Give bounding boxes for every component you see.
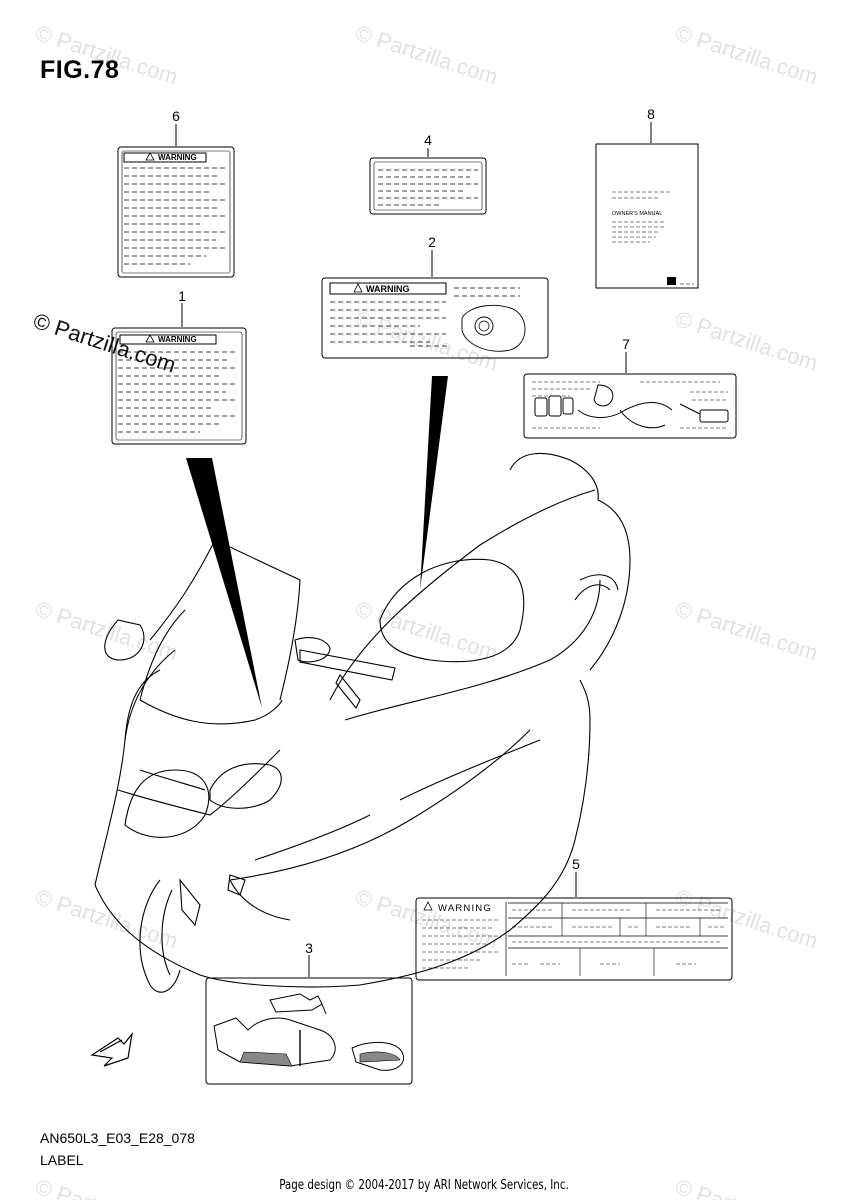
label-part-5 xyxy=(415,872,733,981)
warning-text: WARNING xyxy=(158,335,197,344)
pointer-wedge-1 xyxy=(186,458,262,708)
scooter-illustration xyxy=(90,452,631,1067)
owners-manual-text: OWNER'S MANUAL xyxy=(612,211,662,217)
callout-number: 8 xyxy=(647,106,655,122)
warning-text: WARNING xyxy=(158,153,197,162)
warning-text: WARNING xyxy=(366,284,410,294)
label-part-1 xyxy=(111,303,247,445)
copyright-footer: Page design © 2004-2017 by ARI Network S… xyxy=(279,1178,569,1193)
callout-number: 1 xyxy=(178,288,186,304)
label-part-6 xyxy=(117,124,235,278)
label-part-4 xyxy=(369,148,487,215)
label-part-3 xyxy=(205,955,413,1085)
label-part-8 xyxy=(595,122,699,289)
pointer-wedge-2 xyxy=(420,376,448,590)
callout-number: 2 xyxy=(428,234,436,250)
label-part-2 xyxy=(321,250,549,359)
callout-number: 3 xyxy=(305,940,313,956)
figure-code: AN650L3_E03_E28_078 xyxy=(40,1130,195,1146)
callout-number: 7 xyxy=(622,336,630,352)
forward-arrow-icon xyxy=(90,1031,133,1067)
callout-number: 6 xyxy=(172,108,180,124)
warning-text: WARNING xyxy=(438,903,492,914)
callout-number: 5 xyxy=(572,856,580,872)
figure-name: LABEL xyxy=(40,1152,84,1168)
label-part-7 xyxy=(523,352,737,439)
callout-number: 4 xyxy=(424,132,432,148)
figure-title: FIG.78 xyxy=(40,56,120,84)
